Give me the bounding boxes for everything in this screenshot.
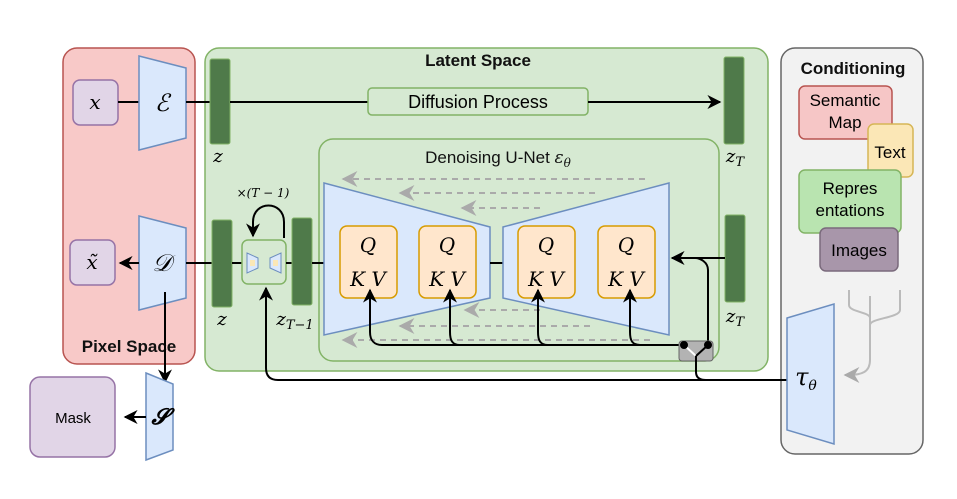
latent-space-label: Latent Space (425, 51, 531, 70)
tau-to-mini-unet-arrow (259, 286, 790, 381)
cond-semantic-map-line2: Map (828, 113, 861, 132)
latent-z-label-bottom: z (216, 309, 227, 330)
attention-query-label: Q (538, 233, 554, 257)
cond-semantic-map (798, 85, 893, 140)
mask-label: Mask (55, 410, 91, 427)
latent-zT-bar-bottom (724, 214, 746, 303)
conditioning-bus-horizontal (363, 288, 684, 346)
attention-query-label: Q (360, 233, 376, 257)
latent-z-bar-bottom (211, 219, 233, 308)
cond-images-label: Images (831, 241, 887, 260)
encoder-trapezoid (138, 55, 187, 151)
cond-representations-line2: entations (816, 201, 885, 220)
latent-zT-label-top: zT (725, 146, 745, 170)
encoder-symbol: ℰ (155, 89, 172, 117)
cond-images (819, 227, 899, 272)
unet-label: Denoising U-Net εθ (425, 148, 572, 170)
tau-encoder (786, 302, 835, 446)
mask-box (29, 376, 116, 458)
latent-zT1-bar (291, 217, 313, 306)
attention-query-label: Q (439, 233, 455, 257)
latent-z-label-top: z (212, 146, 223, 167)
diffusion-process-label: Diffusion Process (408, 92, 548, 112)
output-image-symbol: x̃ (86, 250, 98, 274)
attention-key-value-label: K V (428, 267, 467, 291)
cond-semantic-map-line1: Semantic (810, 91, 881, 110)
conditioning-label: Conditioning (801, 59, 906, 78)
input-image-symbol: x (89, 90, 100, 114)
attention-key-value-label: K V (527, 267, 566, 291)
attention-block (517, 225, 576, 299)
latent-zT-bar-top (723, 56, 745, 145)
segmenter-trapezoid (145, 371, 174, 462)
latent-z-bar-top (209, 58, 231, 145)
pixel-space-label: Pixel Space (82, 337, 177, 356)
attention-key-value-label: K V (349, 267, 388, 291)
conditioning-bus (694, 257, 709, 345)
attention-key-value-label: K V (607, 267, 646, 291)
repeat-label: ×(T − 1) (237, 186, 290, 200)
output-image-box (69, 239, 116, 286)
cond-representations-line1: Repres (823, 179, 878, 198)
decoder-trapezoid (138, 215, 187, 311)
latent-zT1-label: zT−1 (275, 309, 313, 333)
tau-symbol: τθ (795, 363, 817, 394)
attention-query-label: Q (618, 233, 634, 257)
latent-zT-label-bottom: zT (725, 306, 745, 330)
skip-connections (341, 171, 650, 348)
cond-text-label: Text (874, 143, 905, 162)
repeat-loop-arrow (246, 204, 285, 238)
